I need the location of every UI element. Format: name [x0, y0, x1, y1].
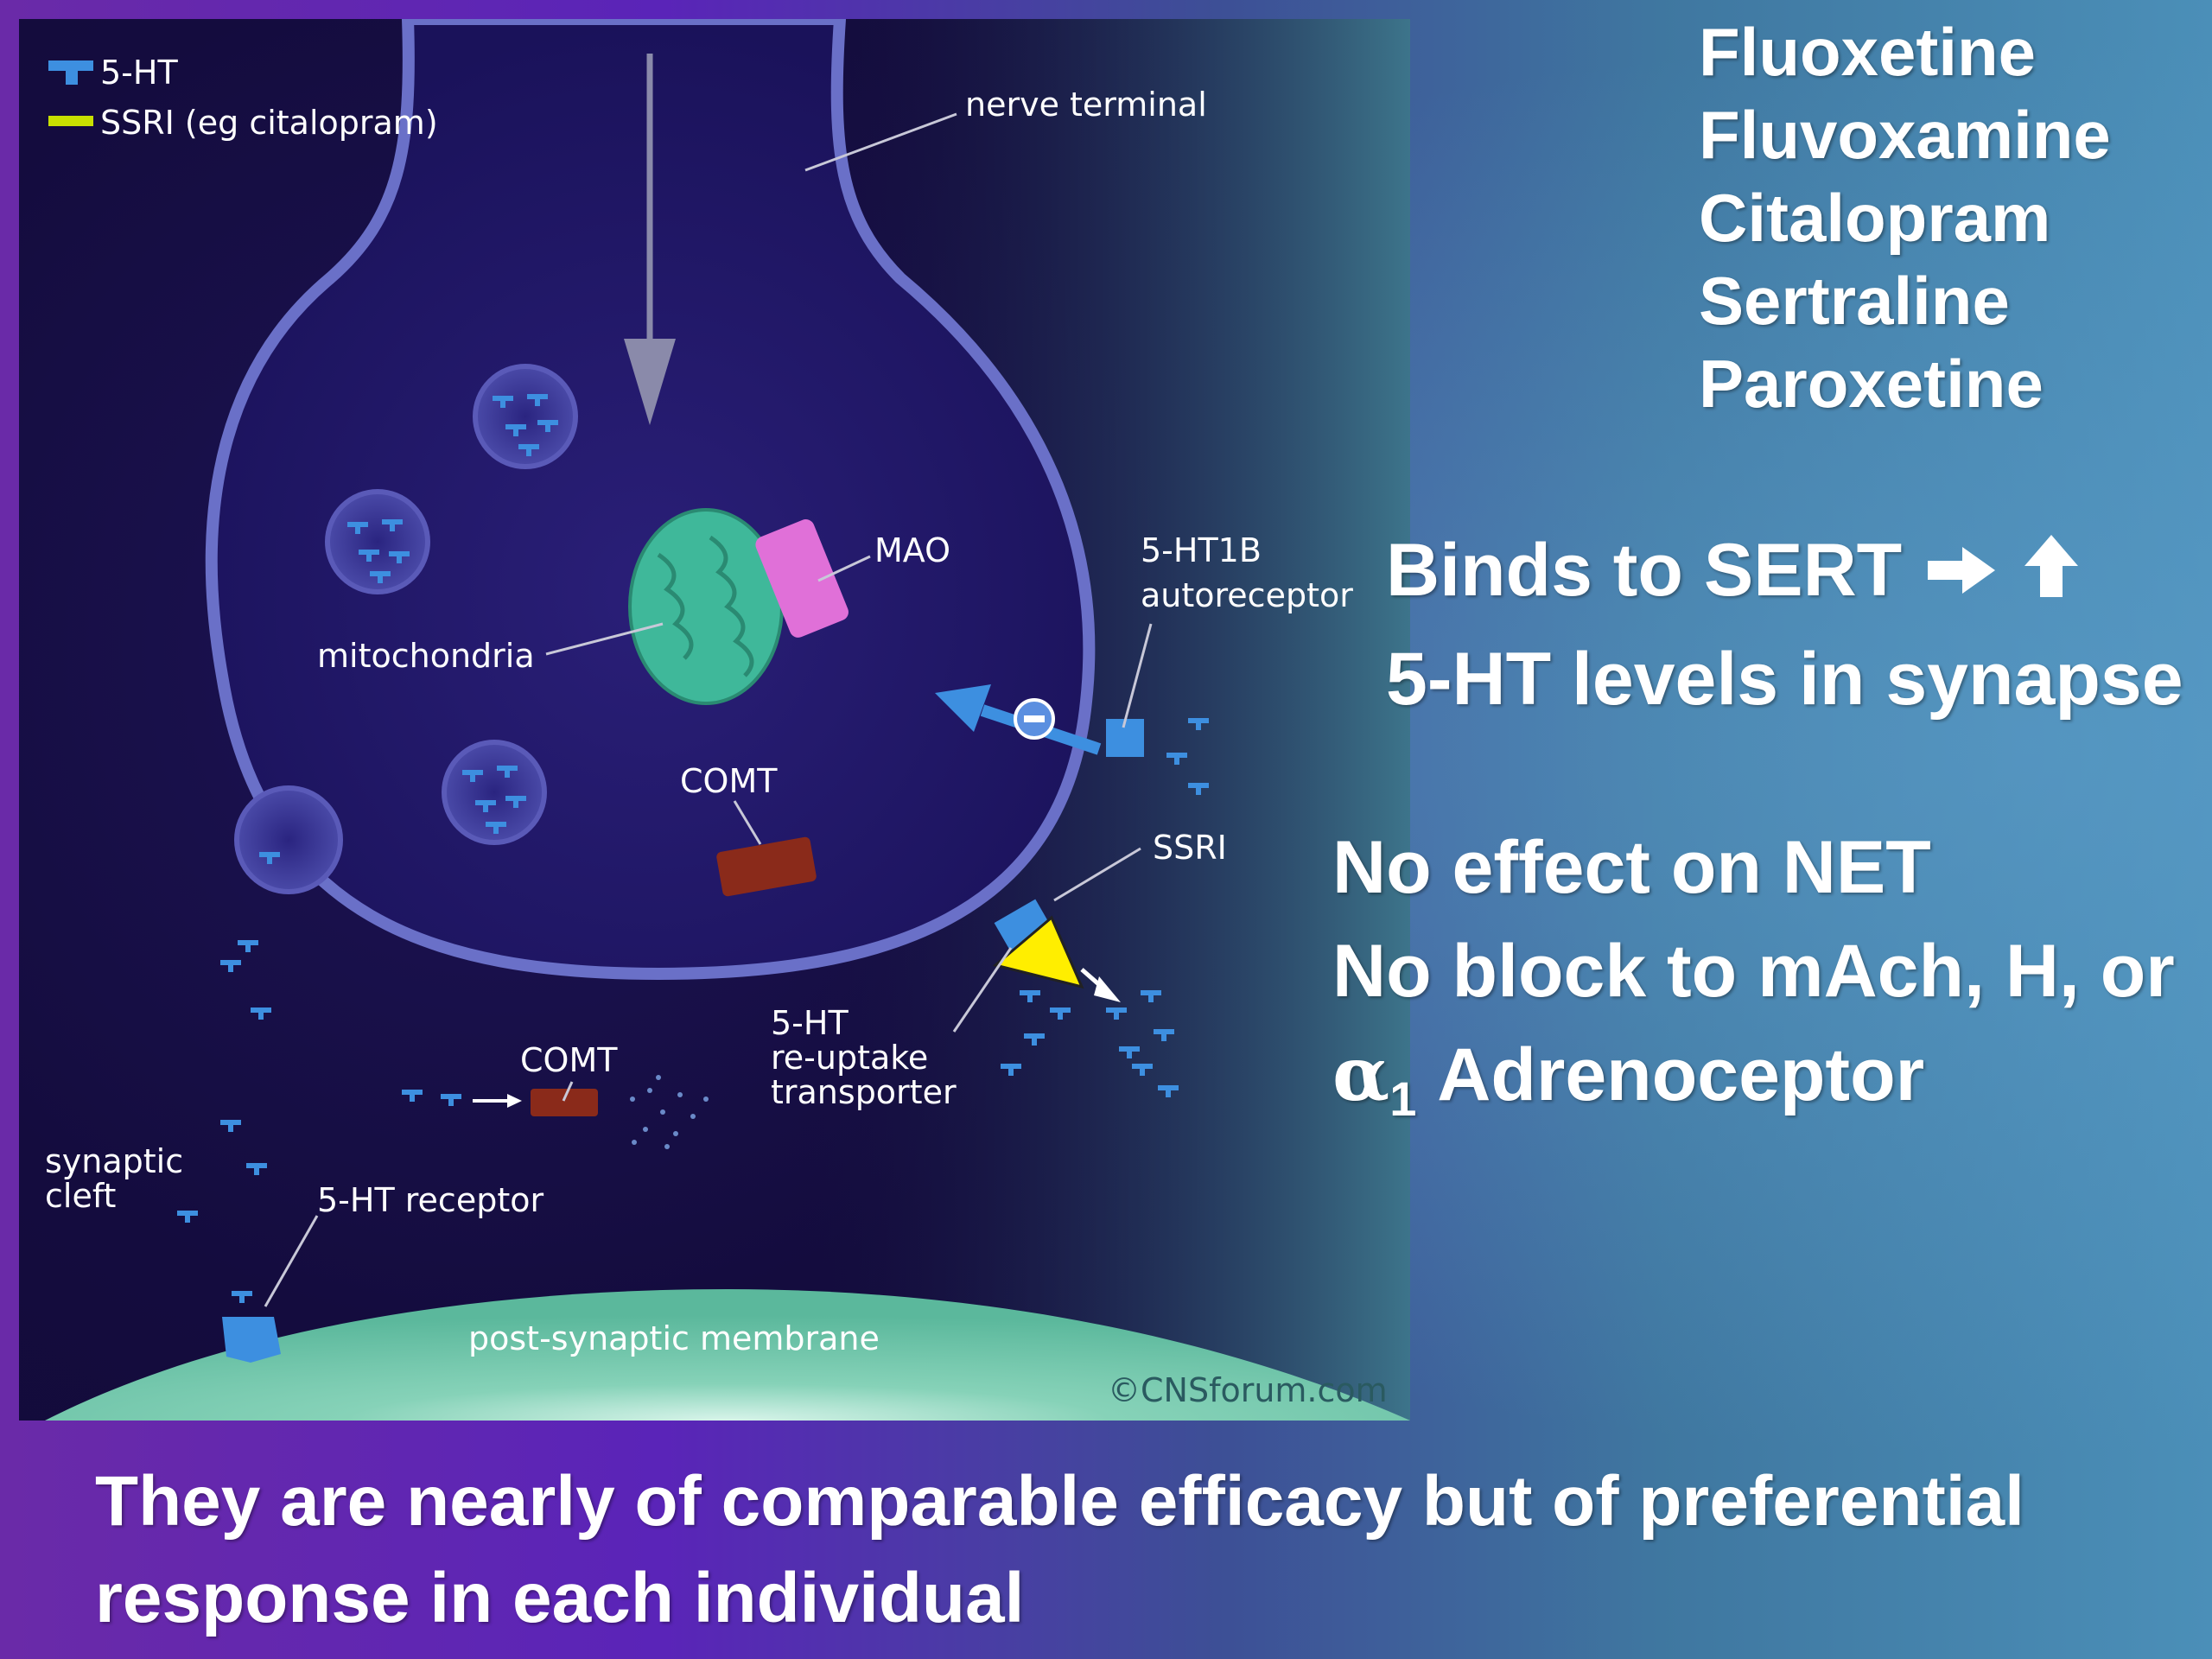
comt-inside-label: COMT	[680, 762, 778, 800]
comt-enzyme	[716, 836, 817, 897]
comt-cleft-label: COMT	[520, 1041, 618, 1079]
vesicle	[473, 364, 578, 469]
ssri-label: SSRI	[1153, 829, 1227, 867]
drug-name: Sertraline	[1699, 263, 2010, 339]
synaptic-cleft-label: synaptic	[45, 1142, 183, 1180]
adrenoceptor-text: Adrenoceptor	[1416, 1033, 1925, 1116]
mao-enzyme	[755, 519, 849, 638]
autoreceptor	[935, 684, 1144, 757]
bottom-caption: They are nearly of comparable efficacy b…	[95, 1462, 2024, 1637]
mitochondria-label: mitochondria	[317, 637, 535, 675]
nerve-terminal	[205, 19, 1096, 981]
legend-serotonin-icon	[48, 60, 93, 85]
alpha-subscript: 1	[1389, 1071, 1417, 1126]
autoreceptor-label-2: autoreceptor	[1141, 576, 1353, 614]
post-synaptic-membrane	[45, 1289, 1410, 1421]
mechanism-line-1: Binds to SERT	[1386, 529, 1903, 612]
alpha-symbol: α	[1332, 1031, 1390, 1118]
ssri-drug-list: Fluoxetine Fluvoxamine Citalopram Sertra…	[1699, 10, 2111, 425]
leader-lines	[264, 112, 1153, 1307]
mechanism-text: Binds to SERT 5-HT levels in synapse	[1386, 518, 2183, 731]
synapse-diagram: 5-HT SSRI (eg citalopram) nerve terminal…	[19, 19, 1410, 1421]
mao-label: MAO	[874, 531, 950, 569]
post-synaptic-label: post-synaptic membrane	[468, 1319, 880, 1357]
legend-ssri-label: SSRI (eg citalopram)	[100, 104, 438, 142]
reuptake-label: 5-HT	[771, 1004, 849, 1042]
drug-name: Fluoxetine	[1699, 14, 2037, 90]
selectivity-line-1: No effect on NET	[1332, 826, 1931, 909]
legend-ssri-swatch	[48, 116, 93, 126]
cleft-comt	[473, 1075, 709, 1149]
drug-name: Citalopram	[1699, 180, 2051, 256]
mechanism-line-2: 5-HT levels in synapse	[1386, 638, 2183, 721]
reuptake-label-2: re-uptake	[771, 1039, 928, 1077]
right-arrow-icon	[1923, 524, 2000, 627]
up-arrow-icon	[2021, 524, 2082, 627]
selectivity-line-3: α1 Adrenoceptor	[1332, 1023, 2175, 1151]
vesicle	[442, 740, 547, 845]
selectivity-text: No effect on NET No block to mAch, H, or…	[1332, 816, 2175, 1151]
drug-name: Fluvoxamine	[1699, 97, 2111, 173]
post-synaptic-receptor	[222, 1291, 281, 1363]
legend-serotonin-label: 5-HT	[100, 54, 178, 92]
selectivity-line-2: No block to mAch, H, or	[1332, 930, 2175, 1013]
copyright-label: ©CNSforum.com	[1108, 1371, 1388, 1409]
nerve-terminal-label: nerve terminal	[965, 86, 1207, 124]
fusing-vesicle	[234, 785, 343, 894]
synaptic-cleft-label-2: cleft	[45, 1177, 116, 1215]
reuptake-label-3: transporter	[771, 1073, 957, 1111]
drug-name: Paroxetine	[1699, 346, 2044, 422]
ssri-marker	[992, 899, 1121, 1002]
vesicle	[325, 489, 430, 594]
receptor-label: 5-HT receptor	[317, 1181, 543, 1219]
autoreceptor-label: 5-HT1B	[1141, 531, 1262, 569]
release-arrow	[624, 54, 676, 425]
